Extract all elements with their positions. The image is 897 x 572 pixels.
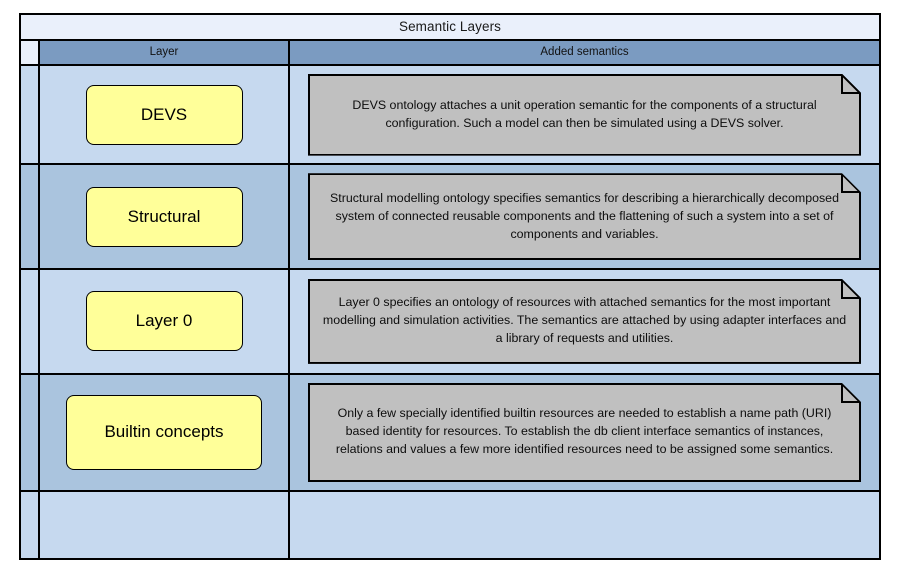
- semantic-layers-table: Semantic Layers Layer Added semantics DE…: [19, 13, 881, 560]
- semantics-cell: Structural modelling ontology specifies …: [290, 165, 879, 269]
- layer-box-layer-0[interactable]: Layer 0: [85, 291, 243, 352]
- note-text-structural: Structural modelling ontology specifies …: [330, 190, 839, 241]
- layer-box-devs-label: DEVS: [140, 104, 188, 124]
- semantics-cell: DEVS ontology attaches a unit operation …: [290, 65, 879, 164]
- semantics-cell: Layer 0 specifies an ontology of resourc…: [290, 270, 879, 373]
- note-text-builtin-concepts: Only a few specially identified builtin …: [335, 406, 834, 457]
- row-gutter-cell: [21, 65, 40, 164]
- layer-cell-empty: [40, 492, 290, 558]
- note-shape-layer-0[interactable]: Layer 0 specifies an ontology of resourc…: [308, 279, 861, 364]
- layer-box-structural-label: Structural: [127, 206, 201, 226]
- column-header-added-semantics-label: Added semantics: [540, 46, 629, 59]
- layer-box-layer-0-label: Layer 0: [135, 311, 193, 331]
- table-row: Layer 0 Layer 0 specifies an ontology of…: [21, 270, 879, 375]
- note-text-devs: DEVS ontology attaches a unit operation …: [352, 97, 817, 130]
- note-shape-structural[interactable]: Structural modelling ontology specifies …: [308, 173, 861, 260]
- column-header-layer: Layer: [40, 40, 290, 64]
- layer-cell: Structural: [40, 165, 290, 269]
- page-title: Semantic Layers: [398, 19, 502, 35]
- note-shape-devs[interactable]: DEVS ontology attaches a unit operation …: [308, 74, 861, 156]
- table-row-empty: [21, 492, 879, 558]
- column-header-added-semantics: Added semantics: [290, 40, 879, 64]
- table-row: Structural Structural modelling ontology…: [21, 165, 879, 271]
- layer-cell: Layer 0: [40, 270, 290, 373]
- table-row: DEVS DEVS ontology attaches a unit opera…: [21, 65, 879, 166]
- header-gutter-cell: [21, 40, 40, 64]
- row-gutter-cell: [21, 165, 40, 269]
- layer-cell: Builtin concepts: [40, 374, 290, 491]
- semantics-cell: Only a few specially identified builtin …: [290, 374, 879, 491]
- row-gutter-cell: [21, 270, 40, 373]
- note-text-layer-0: Layer 0 specifies an ontology of resourc…: [322, 295, 847, 346]
- row-gutter-cell: [21, 374, 40, 491]
- semantics-cell-empty: [290, 492, 879, 558]
- column-header-layer-label: Layer: [149, 46, 179, 59]
- layer-cell: DEVS: [40, 65, 290, 164]
- layer-box-builtin-concepts-label: Builtin concepts: [104, 422, 224, 442]
- table-header-row: Layer Added semantics: [21, 40, 879, 66]
- table-title-row: Semantic Layers: [21, 15, 879, 41]
- layer-box-builtin-concepts[interactable]: Builtin concepts: [66, 394, 262, 470]
- row-gutter-cell: [21, 492, 40, 558]
- note-shape-builtin-concepts[interactable]: Only a few specially identified builtin …: [308, 383, 861, 482]
- layer-box-devs[interactable]: DEVS: [85, 84, 243, 145]
- table-row: Builtin concepts Only a few specially id…: [21, 374, 879, 493]
- layer-box-structural[interactable]: Structural: [85, 186, 243, 247]
